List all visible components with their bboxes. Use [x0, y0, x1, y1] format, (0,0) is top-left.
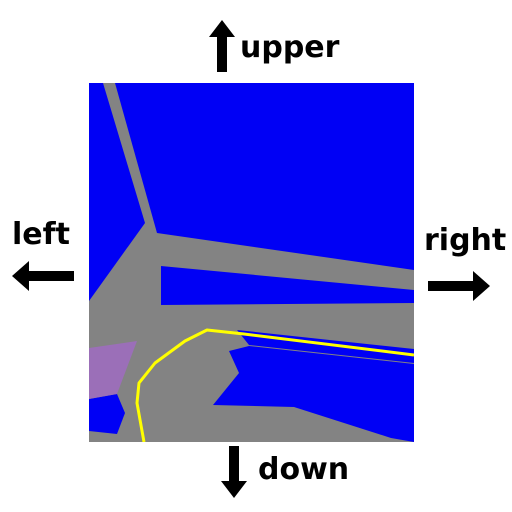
map-tile[interactable]	[89, 83, 414, 442]
direction-label-left: left	[12, 217, 71, 252]
arrow-up-icon[interactable]	[209, 20, 235, 72]
direction-label-right: right	[424, 223, 507, 258]
arrow-down-icon[interactable]	[221, 446, 247, 498]
water-upper-left	[89, 83, 145, 301]
highlighted-road	[135, 328, 414, 442]
land-use-zone	[89, 341, 137, 399]
direction-label-down: down	[258, 452, 350, 487]
direction-label-up: upper	[240, 30, 340, 65]
water-center-channel	[161, 266, 414, 305]
water-bottom-left	[89, 394, 125, 434]
water-bottom-right	[213, 346, 414, 442]
map-canvas	[89, 83, 414, 442]
water-upper-right	[115, 83, 414, 270]
arrow-left-icon[interactable]	[12, 261, 74, 291]
arrow-right-icon[interactable]	[428, 271, 490, 301]
